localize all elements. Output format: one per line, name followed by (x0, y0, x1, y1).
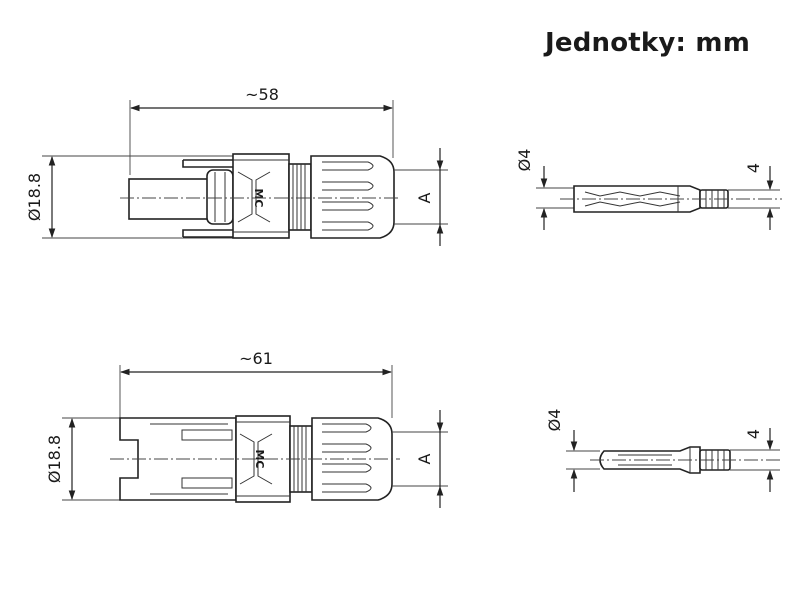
male-pin-diameter-label: Ø4 (515, 149, 534, 172)
male-connector-view: ~58 Ø18.8 MC (25, 85, 448, 246)
male-lower-clip (182, 229, 236, 238)
female-wrench-label: A (415, 453, 434, 464)
male-length-label: ~58 (245, 85, 279, 104)
female-pin-diameter-label: Ø4 (545, 409, 564, 432)
female-diameter-label: Ø18.8 (45, 435, 64, 483)
male-upper-clip (182, 159, 236, 168)
female-pin-size-label: 4 (744, 429, 763, 439)
male-pin-size-label: 4 (744, 163, 763, 173)
male-thread (288, 163, 312, 231)
male-wrench-label: A (415, 192, 434, 203)
female-length-label: ~61 (239, 349, 273, 368)
male-diameter-label: Ø18.8 (25, 173, 44, 221)
female-pin-view: Ø4 4 (545, 409, 782, 492)
male-housing (232, 153, 290, 239)
male-pin-view: Ø4 4 (515, 149, 782, 230)
units-label: Jednotky: mm (545, 28, 750, 58)
male-groove-ring (206, 169, 234, 225)
female-connector-view: ~61 Ø18.8 MC (45, 349, 448, 508)
female-pin-body (599, 446, 701, 474)
male-nut (310, 155, 395, 239)
male-pin-shaft (128, 178, 210, 220)
